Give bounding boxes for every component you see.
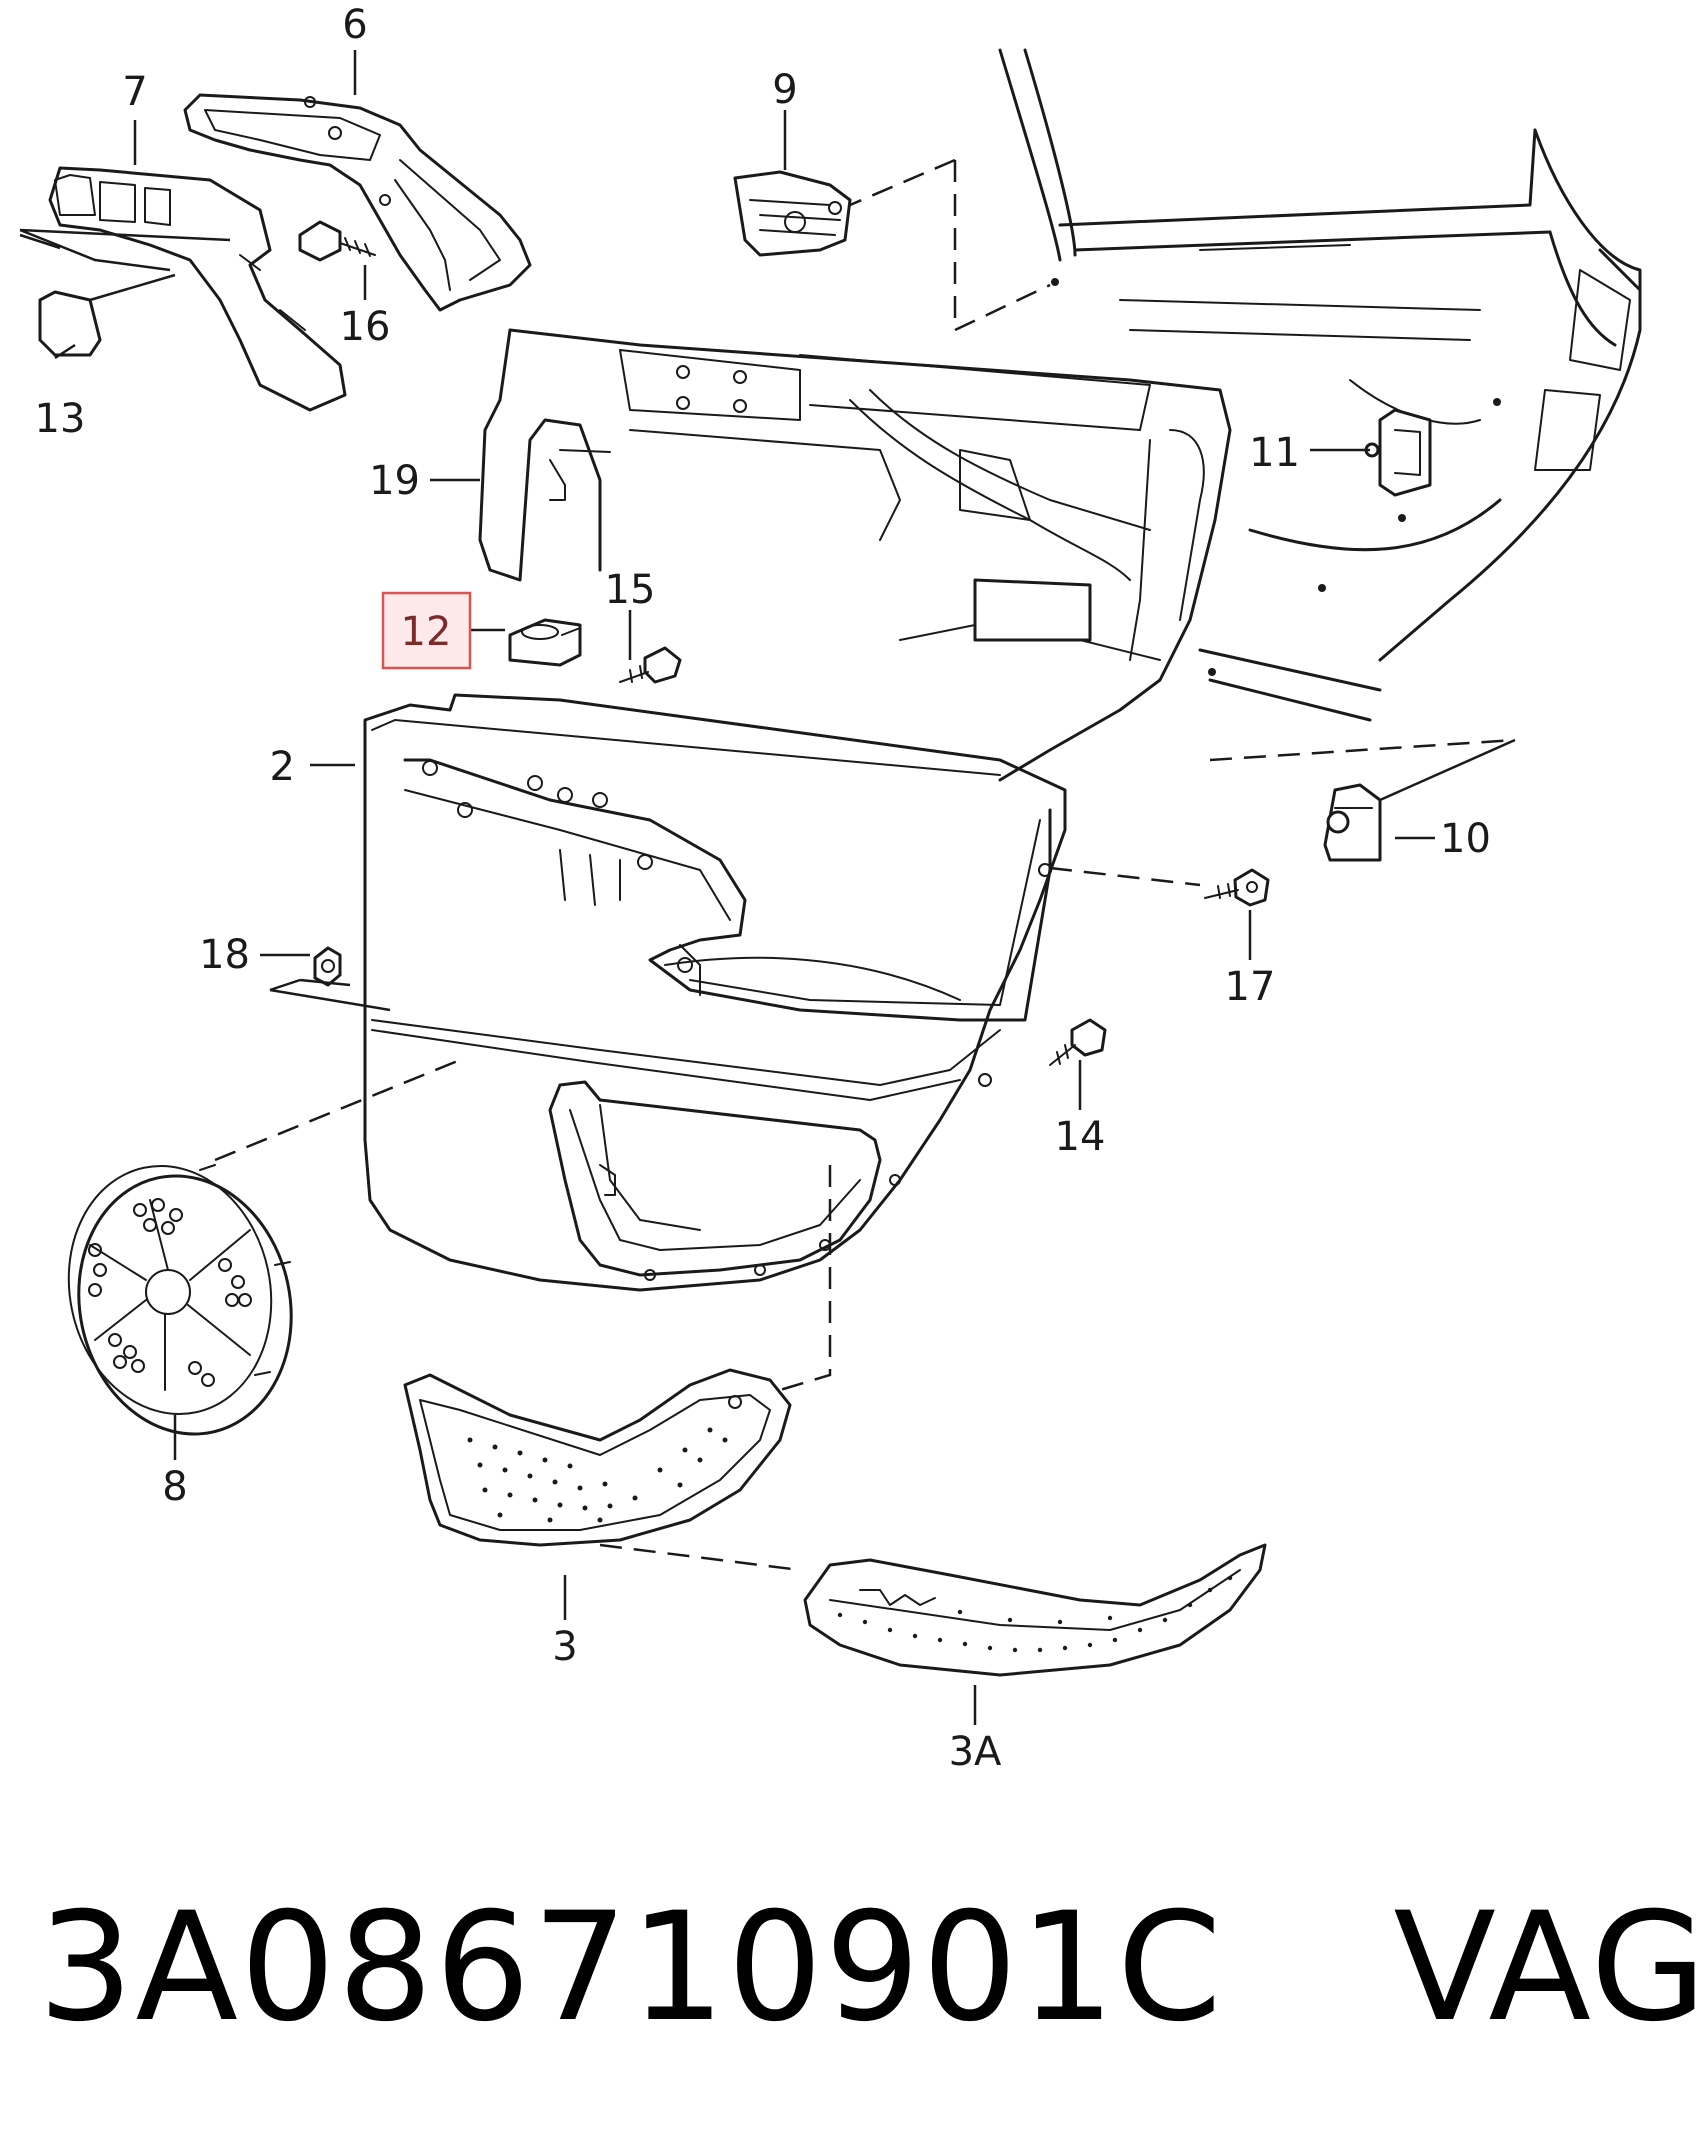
callout-19: 19 [369, 458, 420, 504]
callout-7: 7 [122, 69, 147, 115]
part-number: 3A086710901C [38, 1881, 1224, 2055]
callout-11: 11 [1249, 430, 1300, 476]
callout-17: 17 [1225, 964, 1276, 1010]
handle-trim-7 [48, 166, 347, 412]
door-trim-panel-2 [363, 693, 1067, 1292]
bracket-9 [733, 170, 852, 257]
callout-16: 16 [340, 304, 391, 350]
callout-13: 13 [35, 396, 86, 442]
callout-6: 6 [342, 2, 367, 48]
callout-9: 9 [772, 67, 797, 113]
clip-nut-18 [313, 946, 342, 987]
callouts: 6 7 9 16 13 19 11 12 15 2 10 18 17 14 8 … [35, 2, 1491, 1775]
callout-3A: 3A [949, 1729, 1002, 1775]
part-number-caption: 3A086710901C VAG [38, 1878, 1705, 2058]
callout-3: 3 [552, 1624, 577, 1670]
inner-door-handle-6 [183, 93, 532, 312]
callout-15: 15 [605, 567, 656, 613]
callout-12-highlight-box [381, 591, 472, 670]
retainer-12 [508, 618, 582, 667]
pocket-trim-3 [403, 1368, 792, 1547]
brand-name: VAG [1393, 1881, 1705, 2055]
clip-10 [1323, 783, 1382, 862]
inner-door-carrier-19 [478, 328, 1232, 782]
door-frame [998, 48, 1642, 722]
callout-2: 2 [270, 744, 295, 790]
clip-11 [1364, 408, 1432, 497]
leader-lines [19, 50, 1516, 1725]
screw-16 [298, 220, 376, 262]
callout-10: 10 [1440, 816, 1491, 862]
cap-13 [38, 290, 102, 357]
screw-14 [1049, 1018, 1107, 1066]
callout-12: 12 [401, 609, 452, 655]
callout-8: 8 [162, 1464, 187, 1510]
callout-18: 18 [199, 932, 250, 978]
pocket-trim-3A [803, 1543, 1267, 1677]
screw-15 [619, 646, 682, 684]
screw-17 [1204, 868, 1270, 907]
assembly-dashed-lines [214, 158, 1516, 1572]
speaker-8 [67, 1164, 293, 1436]
callout-14: 14 [1055, 1114, 1106, 1160]
